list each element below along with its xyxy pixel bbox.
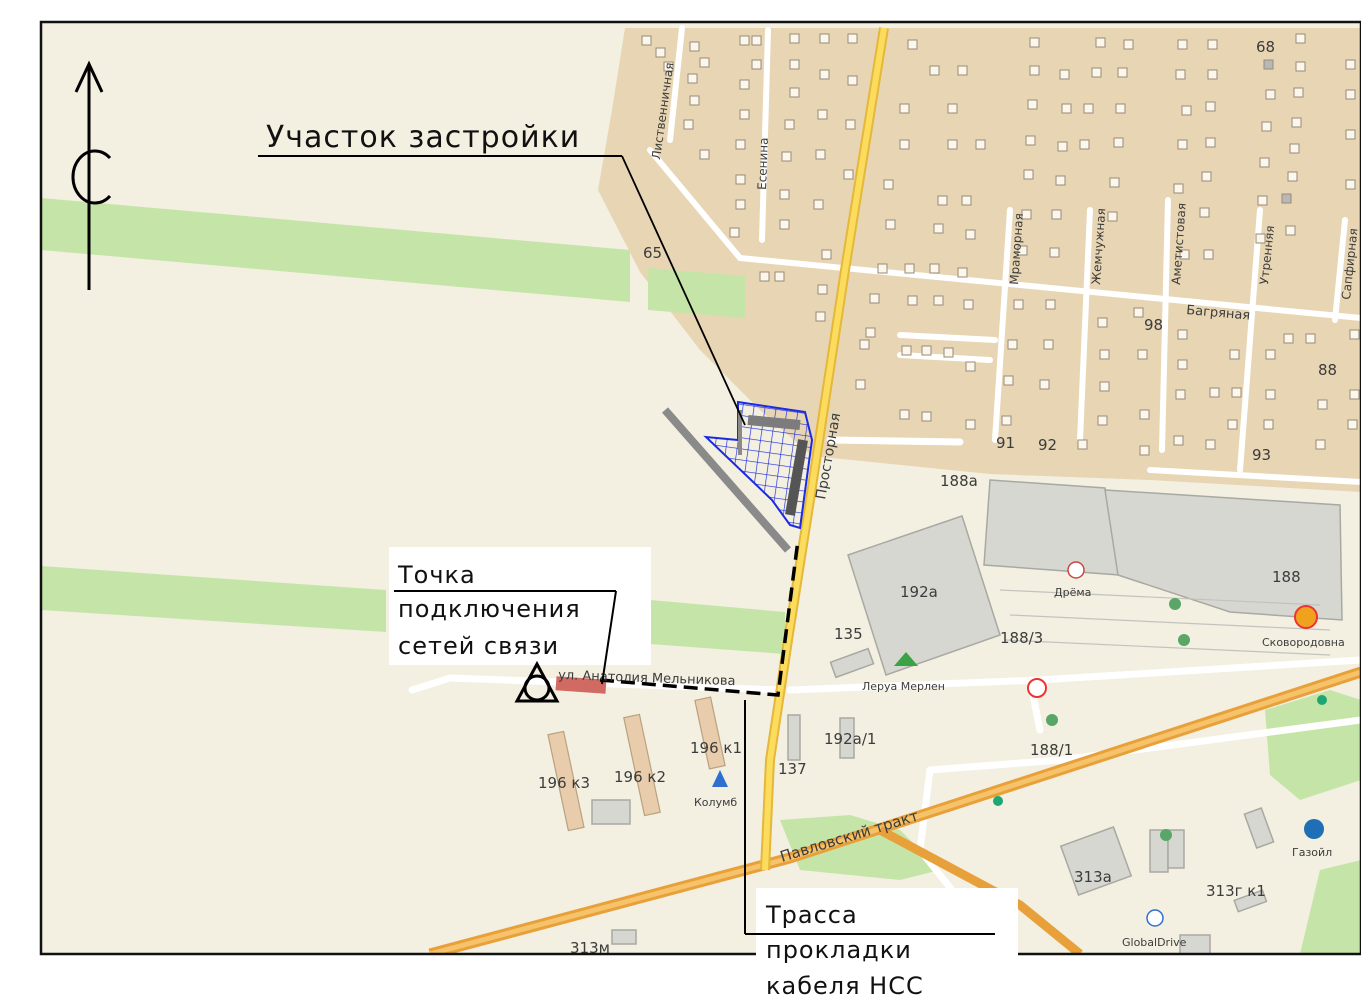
house-number-labels: 68 65 98 88 91 92 93 188а 188 192а 135 1…: [538, 38, 1337, 957]
poi-label-gazoil: Газойл: [1292, 846, 1332, 859]
house-number: 313а: [1074, 868, 1112, 886]
house-number: 188/1: [1030, 741, 1073, 759]
residential-bars: [547, 696, 726, 832]
commercial-buildings: [591, 479, 1343, 954]
skovorodovna-icon: [1294, 605, 1318, 629]
street-label-ametistovaya: Аметистовая: [1169, 202, 1189, 285]
green-strip-2: [648, 268, 745, 318]
street-label-bagryanaya: Багряная: [1186, 303, 1251, 324]
street-label-utrennyaya: Утренняя: [1257, 225, 1277, 286]
street-label-mramornaya: Мраморная: [1007, 213, 1026, 286]
green-strip-4: [650, 600, 785, 654]
fuel-icon-3: [1160, 829, 1172, 841]
connection-point-icon: [514, 660, 560, 703]
poi-label-drema: Дрёма: [1054, 586, 1091, 599]
house-number: 188/3: [1000, 629, 1043, 647]
house-number: 313м: [570, 939, 610, 957]
poi-label-skovorodovna: Сковородовна: [1262, 636, 1345, 649]
house-number: 188а: [940, 472, 978, 490]
parking-lines: [999, 589, 1331, 656]
connection-label-line2: подключения: [398, 595, 581, 623]
house-number: 93: [1252, 446, 1271, 464]
orange-road-south: [877, 826, 1083, 954]
north-arrow: [74, 60, 104, 290]
connection-label-line3: сетей связи: [398, 632, 559, 660]
green-area-east: [1265, 690, 1361, 800]
map-frame: [39, 20, 1361, 956]
green-strip-1: [41, 198, 630, 302]
route-label-line1: Трасса: [765, 901, 858, 929]
bus-stop-icon-2: [1317, 695, 1327, 705]
house-number: 313г к1: [1206, 882, 1266, 900]
poi-labels: Дрёма Леруа Мерлен Сковородовна Колумб Г…: [694, 586, 1345, 949]
house-number: 92: [1038, 436, 1057, 454]
fuel-icon-2: [1046, 714, 1058, 726]
globaldrive-icon: [1146, 909, 1164, 927]
kolumb-icon: [712, 770, 728, 787]
house-number: 188: [1272, 568, 1301, 586]
site-label: Участок застройки: [266, 120, 580, 155]
house-number: 91: [996, 434, 1015, 452]
green-area-corner: [1300, 860, 1361, 954]
house-number: 192а/1: [824, 730, 876, 748]
house-number: 137: [778, 760, 807, 778]
house-number: 68: [1256, 38, 1275, 56]
house-number: 192а: [900, 583, 938, 601]
house-number: 135: [834, 625, 863, 643]
house-number: 65: [643, 244, 662, 262]
gazoil-icon: [1304, 819, 1324, 839]
drema-icon: [1067, 561, 1085, 579]
cable-route-dashed: [599, 539, 800, 697]
site-annotation: Участок застройки: [258, 120, 746, 426]
gas-station-icon: [1027, 678, 1047, 698]
poi-label-globaldrive: GlobalDrive: [1122, 936, 1187, 949]
green-area-south: [780, 815, 940, 880]
connection-cable-red: [555, 676, 607, 694]
street-label-esenina: Есенина: [755, 137, 771, 190]
house-number: 196 к3: [538, 774, 590, 792]
house-number: 196 к2: [614, 768, 666, 786]
house-number: 98: [1144, 316, 1163, 334]
route-label-line3: кабеля НСС: [766, 972, 924, 1000]
bus-stop-icon: [993, 796, 1003, 806]
poi-label-kolumb: Колумб: [694, 796, 737, 809]
connection-annotation: Точка подключения сетей связи: [389, 547, 651, 685]
connection-label-line1: Точка: [397, 561, 476, 589]
north-letter-arc: [71, 149, 112, 205]
street-label-zhemchuzhnaya: Жемчужная: [1089, 208, 1108, 286]
green-strip-3: [41, 566, 386, 632]
route-annotation: Трасса прокладки кабеля НСС: [744, 700, 1018, 1000]
fuel-icon-1: [1169, 598, 1181, 610]
construction-site: [661, 400, 814, 553]
house-number: 88: [1318, 361, 1337, 379]
house-number: 196 к1: [690, 739, 742, 757]
house-grid: [641, 33, 1360, 456]
poi-icons: [712, 561, 1327, 927]
residential-streets: [647, 25, 1361, 485]
poi-label-leroy: Леруа Мерлен: [862, 680, 945, 693]
residential-area: [598, 28, 1361, 492]
fuel-icon-4: [1178, 634, 1190, 646]
leroy-icon: [894, 652, 918, 666]
route-label-line2: прокладки: [766, 936, 912, 964]
